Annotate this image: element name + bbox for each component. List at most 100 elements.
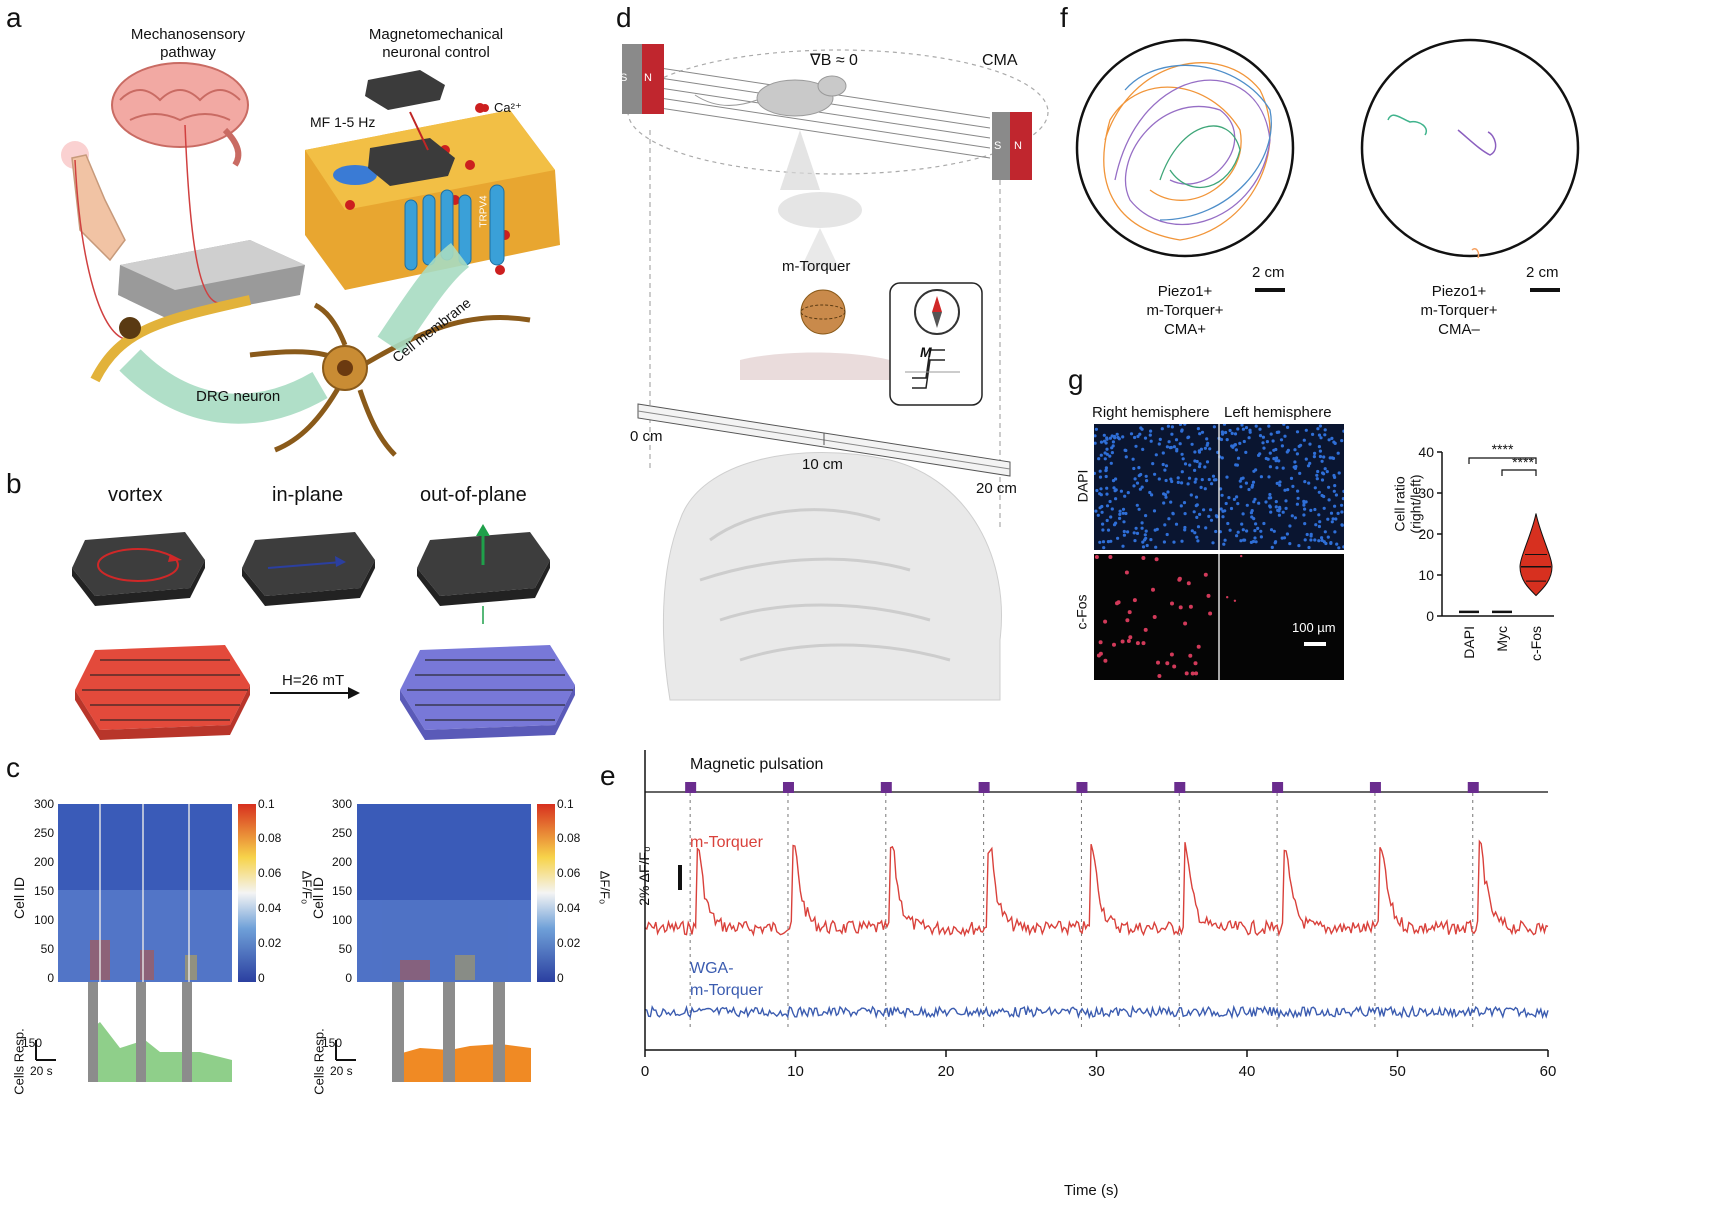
- c-right-resp-scale: 150: [322, 1036, 343, 1050]
- cbar-tick: 0.1: [258, 797, 275, 811]
- caption-line: m-Torquer+: [1146, 302, 1224, 319]
- magnet-right: [992, 112, 1032, 180]
- f-caption-right: Piezo1+ m-Torquer+ CMA–: [1374, 282, 1544, 339]
- ytick: 250: [331, 826, 352, 840]
- caption-line: CMA+: [1163, 321, 1207, 338]
- cbar-tick: 0.06: [258, 866, 282, 880]
- ytick: 0: [345, 971, 352, 985]
- panel-e-label: e: [600, 760, 616, 791]
- panel-a-illustration: [61, 62, 560, 457]
- hysteresis-icon: [912, 349, 945, 389]
- drg-arrow: [119, 349, 328, 424]
- stim-bar: [88, 982, 98, 1082]
- magnet-left-s: S: [620, 72, 628, 84]
- mechano-title-line1: Mechanosensory: [130, 26, 246, 43]
- series2-label-1: WGA-: [690, 960, 734, 977]
- g-ytick-label: 30: [1418, 485, 1434, 501]
- panel-b-label: b: [6, 468, 22, 499]
- panel-c-label: c: [6, 752, 20, 783]
- series2-label-2: m-Torquer: [690, 982, 763, 999]
- finger-icon: [61, 141, 126, 262]
- state-out-of-plane: out-of-plane: [420, 484, 527, 506]
- scalebar-right: [1530, 288, 1560, 292]
- xtick-label: 30: [1088, 1063, 1105, 1080]
- xtick-label: 20: [938, 1063, 955, 1080]
- mechano-title-line2: pathway: [160, 44, 216, 61]
- cbar-tick: 0.04: [258, 901, 282, 915]
- pulse-marker: [1272, 782, 1284, 793]
- pulse-label: Magnetic pulsation: [690, 756, 824, 773]
- xtick-label: 40: [1239, 1063, 1256, 1080]
- g-scalebar: [1304, 642, 1326, 646]
- c-right-ylabel: Cell ID: [310, 876, 327, 920]
- pulse-marker: [782, 782, 794, 793]
- g-xtick-label: c-Fos: [1528, 626, 1544, 661]
- field-label: H=26 mT: [282, 672, 345, 689]
- series-wga-m-torquer: [644, 1004, 1549, 1020]
- mf-label: MF 1-5 Hz: [310, 114, 376, 130]
- panel-d-label: d: [616, 2, 632, 33]
- cbar-tick: 0.04: [557, 901, 581, 915]
- ruler-0: 0 cm: [630, 428, 663, 445]
- e-scale-label: 2% ΔF/F₀: [635, 846, 652, 906]
- ytick: 250: [33, 826, 54, 840]
- cbar-tick: 0: [258, 971, 265, 985]
- colorbar-right: [537, 804, 555, 982]
- f-scale-right: 2 cm: [1526, 264, 1559, 281]
- disk-out-of-plane: [417, 524, 550, 624]
- cell-surface: [740, 352, 890, 380]
- disk-vortex: [72, 532, 205, 606]
- c-left-cbar-ticks: 0.1 0.08 0.06 0.04 0.02 0: [258, 797, 298, 992]
- colorbar-left: [238, 804, 256, 982]
- ytick: 50: [40, 942, 54, 956]
- cbar-tick: 0: [557, 971, 564, 985]
- g-col-left: Left hemisphere: [1224, 404, 1332, 421]
- series-m-torquer: [644, 839, 1549, 938]
- e-xlabel: Time (s): [1064, 1182, 1119, 1199]
- g-row-dapi: DAPI: [1074, 469, 1091, 503]
- pulse-marker: [1076, 782, 1088, 793]
- g-row-cfos: c-Fos: [1073, 594, 1090, 630]
- caption-line: m-Torquer+: [1420, 302, 1498, 319]
- panel-b-illustration: [72, 524, 575, 740]
- xtick-label: 50: [1389, 1063, 1406, 1080]
- g-ylabel-line2: (right/left): [1407, 474, 1424, 534]
- g-ytick-label: 40: [1418, 444, 1434, 460]
- stim-bar: [136, 982, 146, 1082]
- nerve-path-2: [74, 159, 131, 341]
- spinal-cord-icon: [118, 240, 305, 320]
- cbar-tick: 0.02: [258, 936, 282, 950]
- cbar-tick: 0.08: [258, 831, 282, 845]
- panel-f-tracks: [1075, 38, 1580, 292]
- c-right-yticks: 300 250 200 150 100 50 0: [326, 797, 352, 992]
- panel-d-illustration: [622, 44, 1049, 701]
- stim-bar: [443, 982, 455, 1082]
- magnetic-disk-icon: [365, 70, 455, 186]
- arena-right: [1360, 38, 1580, 258]
- gradient-label: ∇B ≈ 0: [810, 52, 858, 69]
- ytick: 200: [331, 855, 352, 869]
- caption-line: Piezo1+: [1157, 283, 1213, 300]
- caption-line: Piezo1+: [1431, 283, 1487, 300]
- brain-icon: [111, 62, 249, 167]
- human-head-icon: [662, 452, 1002, 701]
- drg-fiber: [90, 295, 252, 383]
- ruler-10: 10 cm: [802, 456, 843, 473]
- ytick: 100: [331, 913, 352, 927]
- arena-left: [1075, 38, 1295, 258]
- sig-label-1: ****: [1492, 441, 1514, 457]
- panel-f-label: f: [1060, 2, 1068, 33]
- heatmap-right-texture: [357, 900, 531, 982]
- g-col-right: Right hemisphere: [1092, 404, 1210, 421]
- f-caption-left: Piezo1+ m-Torquer+ CMA+: [1100, 282, 1270, 339]
- ruler-20: 20 cm: [976, 480, 1017, 497]
- pulse-marker: [1467, 782, 1479, 793]
- ytick: 150: [33, 884, 54, 898]
- magneto-title-line1: Magnetomechanical: [368, 26, 504, 43]
- m-torquer-label: m-Torquer: [782, 258, 851, 275]
- sig-bracket-1: [1468, 457, 1537, 464]
- m-torquer-particle-icon: [800, 289, 846, 335]
- magnet-left: [622, 44, 664, 114]
